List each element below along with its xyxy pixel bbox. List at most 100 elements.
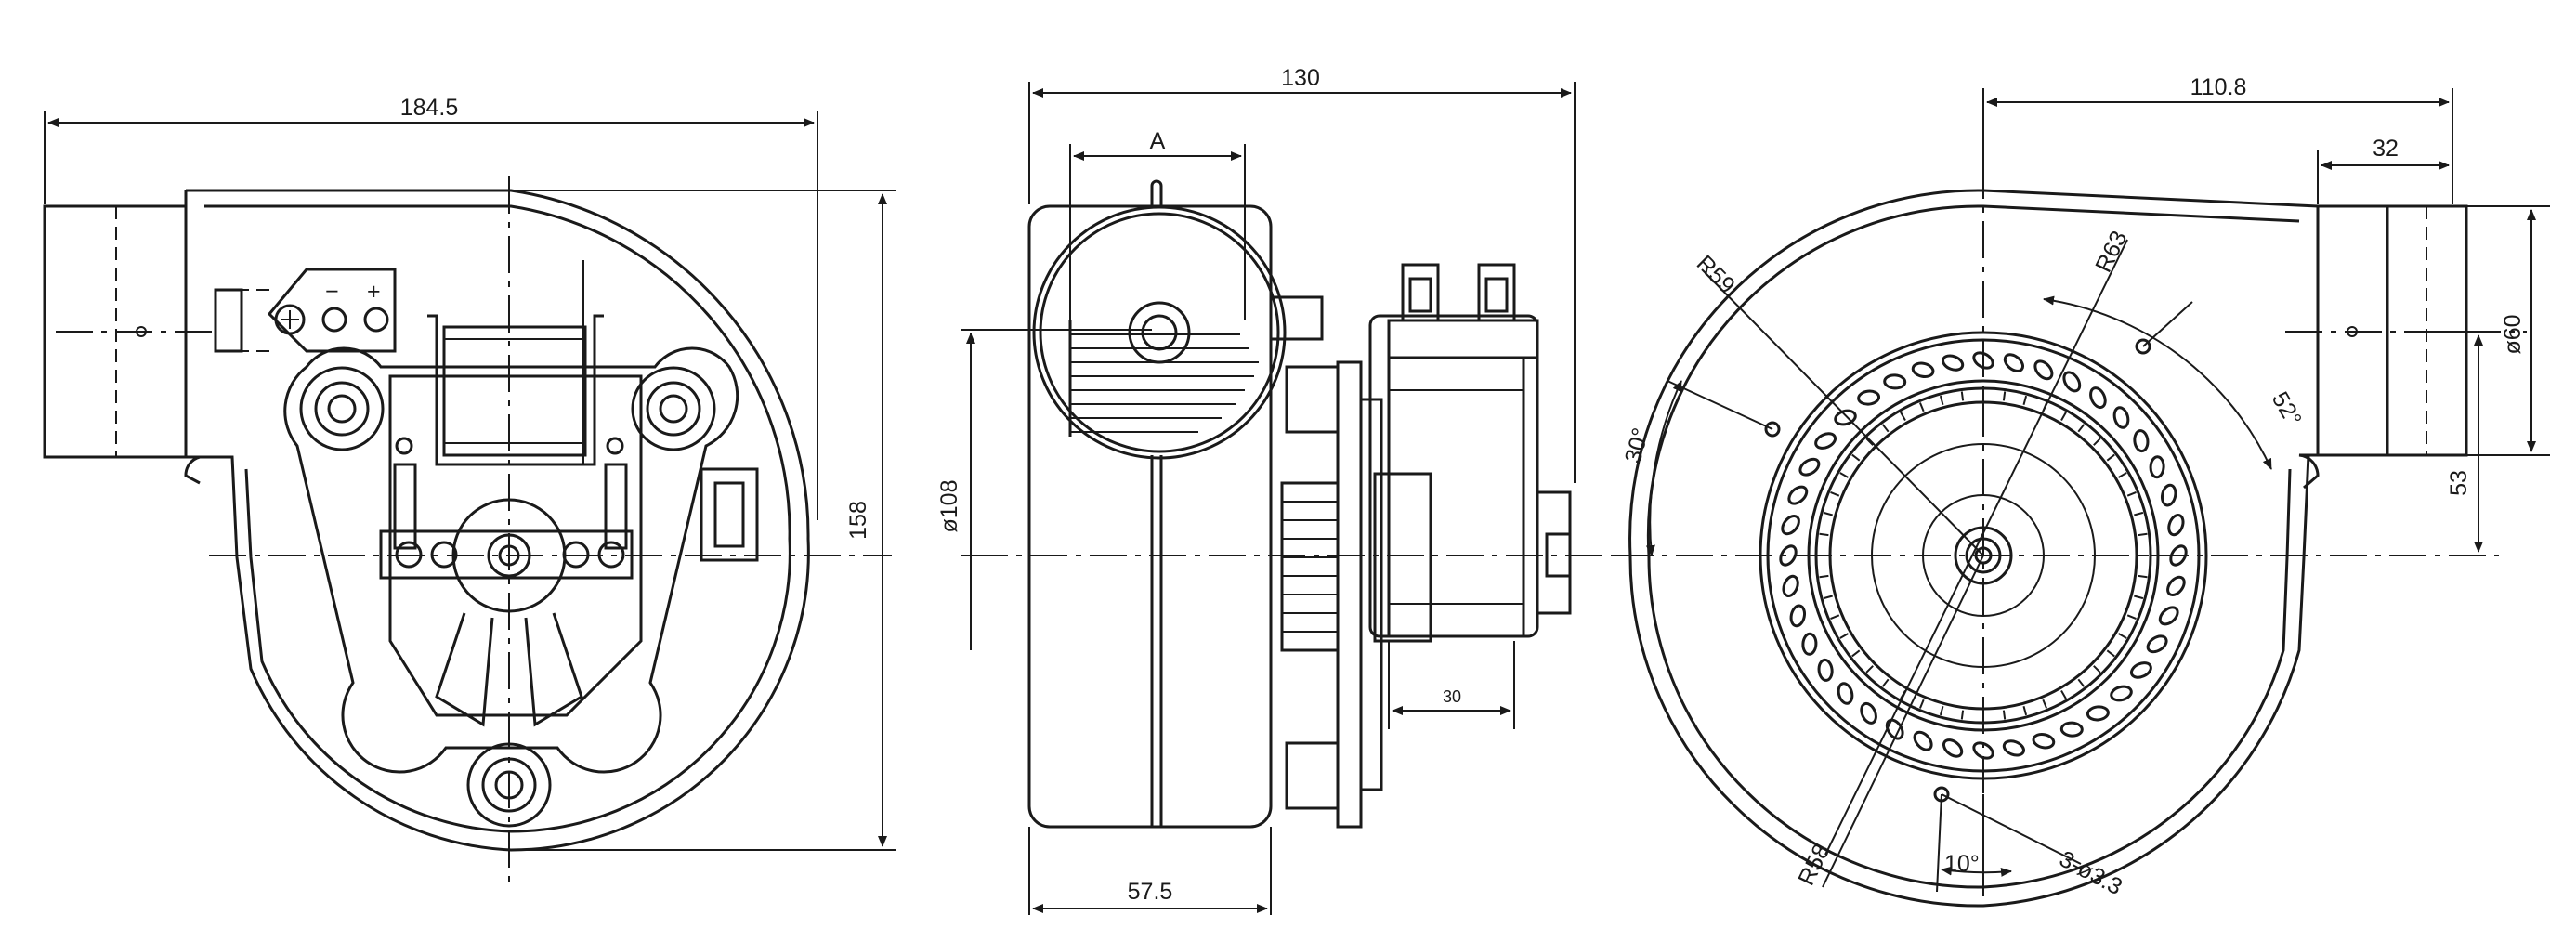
impeller-tick (2093, 438, 2101, 446)
impeller-blade (2133, 429, 2150, 453)
angle-30-label: 30° (1620, 425, 1654, 466)
impeller-tick (1939, 706, 1944, 716)
angle-52-label: 52° (2267, 387, 2307, 431)
impeller-blade (2002, 739, 2025, 757)
impeller-tick (2106, 453, 2115, 462)
impeller-blade (1801, 632, 1818, 656)
impeller-tick (2126, 490, 2137, 497)
impeller-tick (2106, 649, 2115, 658)
rear-housing-inner (1646, 204, 2300, 889)
side-motor-label: 30 (1443, 687, 1461, 706)
impeller-blade (1942, 354, 1965, 372)
impeller-blade (1972, 741, 1994, 760)
impeller-tick (2093, 665, 2101, 673)
side-bottom-label: 57.5 (1128, 879, 1173, 905)
impeller-blade (1837, 682, 1854, 705)
side-view: 130 A ø108 57.5 30 (936, 65, 1635, 915)
impeller-tick (2002, 391, 2007, 401)
mount-boss-right (631, 366, 716, 451)
housing-outline (186, 189, 810, 852)
r59-leader (1701, 268, 1984, 556)
impeller-tick (1851, 649, 1861, 658)
impeller-blade (1913, 730, 1933, 751)
side-mount-plate (1336, 360, 1363, 829)
a-dimension-label: A (1150, 128, 1166, 154)
impeller-tick (2118, 633, 2127, 639)
impeller-tick (2126, 614, 2137, 621)
impeller-blade (1860, 701, 1877, 725)
impeller-tick (2138, 532, 2148, 537)
front-width-label: 184.5 (400, 95, 459, 121)
impeller-blade (2062, 371, 2082, 393)
impeller-blade (1883, 373, 1907, 390)
rear-outlet-diameter-label: ø60 (2500, 314, 2526, 354)
impeller-tick (1839, 633, 1849, 639)
r63-label: R63 (2090, 227, 2132, 277)
impeller-blade (2086, 705, 2110, 722)
angle-52-arc (2043, 295, 2272, 470)
impeller-tick (2042, 699, 2048, 709)
impeller-tick (2022, 706, 2028, 716)
impeller-blade (2160, 483, 2177, 507)
motor-coil (442, 325, 587, 457)
side-diameter-label: ø108 (936, 480, 962, 533)
impeller-tick (1851, 453, 1861, 462)
terminal-bracket (267, 268, 397, 353)
r58-leader (1822, 555, 1984, 888)
angle-10-arc (1941, 866, 2012, 877)
motor-mount-plate (283, 346, 739, 774)
impeller-tick (1865, 665, 1874, 673)
impeller-tick (2077, 678, 2086, 687)
front-view: − + (43, 95, 896, 887)
rear-offset-label: 53 (2446, 470, 2472, 496)
impeller-blade (2059, 721, 2084, 738)
impeller-tick (2118, 472, 2127, 478)
impeller-blade (2146, 634, 2168, 654)
impeller-blade (2167, 514, 2185, 537)
impeller-tick (2134, 595, 2144, 600)
inlet-vanes (1068, 320, 1259, 437)
rear-width-label: 110.8 (2190, 74, 2247, 100)
impeller-tick (1839, 472, 1849, 478)
impeller-tick (1960, 391, 1965, 401)
impeller-tick (1918, 699, 1925, 709)
impeller-blade (2129, 661, 2152, 679)
impeller-blade (2158, 606, 2179, 626)
impeller-blade (1789, 604, 1807, 628)
impeller-tick (1939, 395, 1944, 405)
impeller-tick (2060, 412, 2067, 421)
impeller-tick (2138, 574, 2148, 579)
impeller-blade (1787, 485, 1809, 505)
rear-view: 110.8 32 ø60 53 R63 R59 R58 30° 52° 10° … (1616, 74, 2550, 908)
housing-inner-outline (204, 204, 791, 833)
impeller-blade (2032, 732, 2056, 750)
impeller-tick (2060, 690, 2067, 699)
impeller-tick (1960, 710, 1965, 720)
impeller-blade (1779, 544, 1798, 567)
terminal-plus-label: + (367, 279, 381, 305)
impeller-blade (2169, 544, 2188, 567)
impeller-blade (1972, 351, 1994, 370)
impeller-blade (1817, 658, 1834, 682)
terminal-minus-label: − (325, 279, 339, 305)
impeller-blade (1781, 514, 1800, 536)
impeller-tick (2022, 395, 2028, 405)
impeller-blade (1857, 389, 1881, 406)
impeller-blade (1814, 432, 1837, 450)
rear-housing-outline (1628, 189, 2319, 908)
impeller-blade (1911, 361, 1935, 379)
impeller-blade (1782, 574, 1799, 597)
impeller-tick (1823, 595, 1833, 600)
impeller-tick (1865, 438, 1874, 446)
impeller-tick (1830, 490, 1840, 497)
impeller-blade (2166, 575, 2186, 597)
side-connector (700, 467, 759, 562)
impeller-blade (2110, 685, 2133, 702)
side-housing (1027, 204, 1273, 829)
impeller-tick (1819, 574, 1829, 579)
coil-bracket (427, 314, 604, 466)
angle-30-arc (1645, 380, 1682, 556)
mount-boss-left (299, 366, 385, 451)
impeller-blade (1798, 457, 1821, 477)
